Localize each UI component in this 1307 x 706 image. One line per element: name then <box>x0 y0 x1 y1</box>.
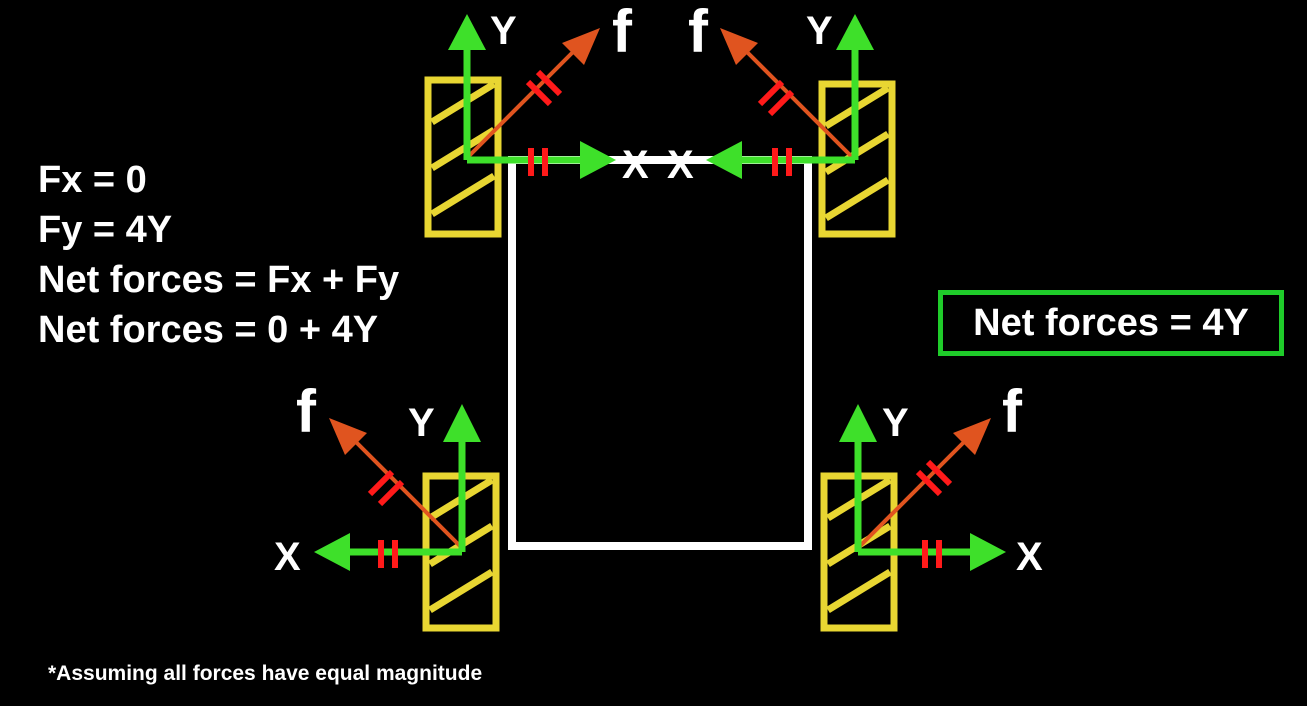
force-f-arrow-front-left <box>465 28 600 160</box>
equation-fy: Fy = 4Y <box>38 209 173 251</box>
footnote: *Assuming all forces have equal magnitud… <box>48 662 483 685</box>
force-f-arrow-rear-right <box>856 418 991 550</box>
label-x-rear-left: X <box>274 535 301 579</box>
y-component-arrow-front-right <box>836 14 874 160</box>
label-f-front-right: f <box>688 0 709 65</box>
net-force-result-box: Net forces = 4Y <box>938 290 1284 356</box>
label-y-rear-right: Y <box>882 401 909 445</box>
label-x-rear-right: X <box>1016 535 1043 579</box>
label-f-rear-right: f <box>1002 378 1023 445</box>
x-component-arrow-front-left <box>467 141 616 179</box>
robot-chassis <box>508 156 812 550</box>
cancel-mark-right: X <box>667 143 694 187</box>
x-component-arrow-front-right <box>706 141 855 179</box>
label-y-front-left: Y <box>490 9 517 53</box>
label-f-rear-left: f <box>296 378 317 445</box>
force-f-arrow-rear-left <box>329 418 464 550</box>
cancel-mark-left: X <box>622 143 649 187</box>
y-component-arrow-front-left <box>448 14 486 160</box>
label-f-front-left: f <box>612 0 633 65</box>
label-y-rear-left: Y <box>408 401 435 445</box>
x-component-arrow-rear-left <box>314 533 462 571</box>
y-component-arrow-rear-right <box>839 404 877 552</box>
label-y-front-right: Y <box>806 9 833 53</box>
y-component-arrow-rear-left <box>443 404 481 552</box>
equation-fx: Fx = 0 <box>38 159 147 201</box>
x-component-arrow-rear-right <box>858 533 1006 571</box>
equation-net-sum: Net forces = Fx + Fy <box>38 259 400 301</box>
force-f-arrow-front-right <box>720 28 855 160</box>
equation-net-values: Net forces = 0 + 4Y <box>38 309 379 351</box>
